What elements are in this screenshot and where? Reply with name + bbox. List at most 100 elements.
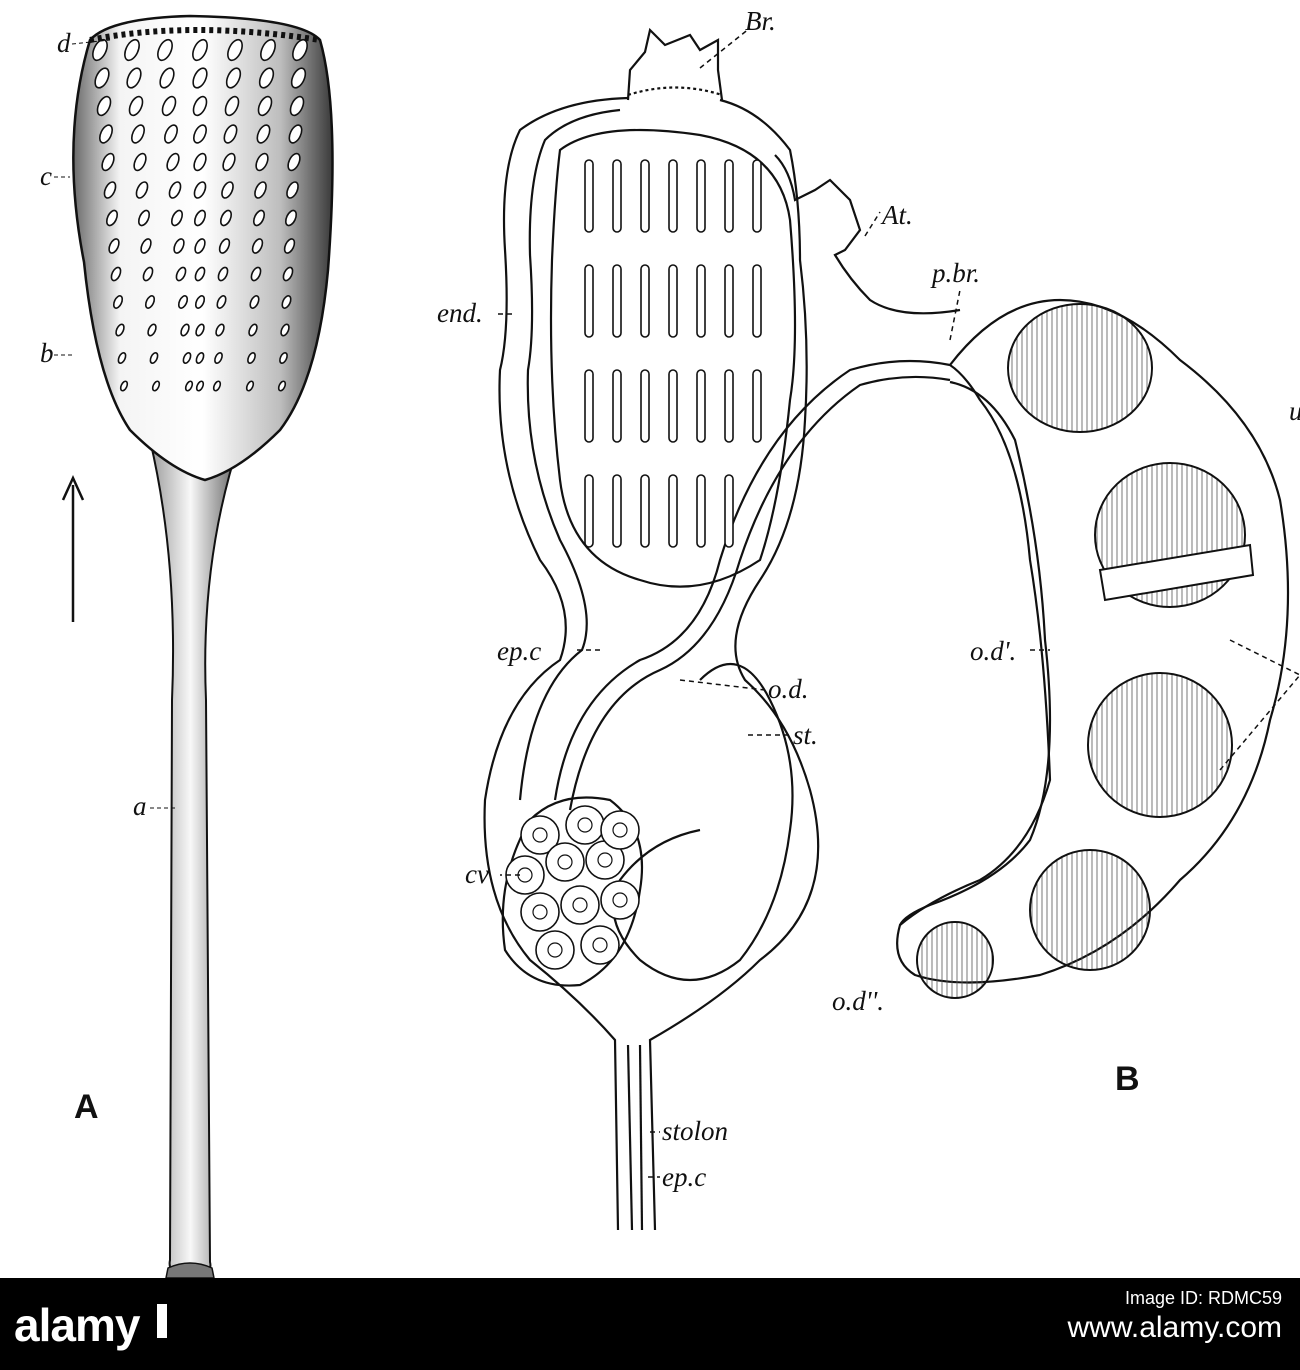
outer-test: [483, 96, 820, 1231]
gill-slit: [144, 295, 156, 309]
gill-slit: [668, 159, 678, 233]
oviduct: [553, 359, 951, 801]
gill-slit: [92, 38, 108, 62]
gill-slit: [287, 152, 301, 172]
gill-slit: [696, 264, 706, 338]
ovum: [520, 815, 560, 855]
ovum-nucleus: [612, 822, 628, 838]
egg-1: [1007, 303, 1153, 433]
gill-slit: [212, 380, 222, 392]
ova-cluster: [505, 805, 640, 970]
gill-slit: [216, 295, 227, 309]
gill-slit: [192, 38, 208, 62]
gill-slit: [157, 38, 173, 62]
gill-slit: [195, 380, 205, 392]
panel-a-labels: d c b a A: [40, 28, 178, 1126]
logo-wordmark: alamy: [14, 1299, 140, 1351]
gill-slit: [193, 181, 207, 199]
gill-slit: [175, 266, 187, 282]
gill-slit: [147, 323, 157, 337]
gill-slit: [159, 67, 175, 89]
gill-slit: [289, 95, 305, 117]
gill-slit: [168, 181, 182, 199]
gill-slit: [177, 295, 189, 309]
watermark-bar: alamy Image ID: RDMC59 www.alamy.com: [0, 1278, 1300, 1370]
gill-slit: [724, 474, 734, 548]
ovum: [560, 885, 600, 925]
zoology-figure: d c b a A: [40, 6, 1300, 1278]
gill-slit: [640, 474, 650, 548]
gill-slit: [194, 266, 206, 282]
ovum-nucleus: [557, 854, 573, 870]
gill-slit: [184, 380, 194, 392]
gill-slit: [283, 238, 296, 254]
label-br: Br.: [745, 6, 776, 36]
label-cv: cv: [465, 859, 489, 889]
panel-b-zooid: [483, 27, 1290, 1231]
gill-slit: [135, 181, 149, 199]
ovum: [535, 930, 575, 970]
ovum-nucleus: [572, 897, 588, 913]
gill-slit: [279, 352, 288, 364]
gill-slit: [584, 264, 594, 338]
ovum-nucleus: [532, 827, 548, 843]
gill-slit: [224, 95, 240, 117]
gill-slit: [584, 159, 594, 233]
gill-slit: [182, 352, 192, 364]
gill-slit: [173, 238, 185, 254]
gill-slit: [249, 295, 260, 309]
panel-b-label-text: Br. At. p.br. end. ep.c o.d. st. cv stol…: [437, 6, 1300, 1192]
direction-arrow: [61, 474, 85, 622]
gill-slit: [124, 38, 140, 62]
label-pbr: p.br.: [930, 258, 980, 288]
ovum-nucleus: [612, 892, 628, 908]
gill-slit: [214, 352, 223, 364]
label-d: d: [57, 28, 71, 58]
gill-slit: [193, 152, 207, 172]
label-od-double-prime: o.d''.: [832, 986, 884, 1016]
eggs: [916, 303, 1255, 999]
atrial-siphon: [774, 154, 961, 315]
ovum-nucleus: [592, 937, 608, 953]
gill-slit: [696, 159, 706, 233]
stalk: [148, 439, 242, 1273]
gill-slit: [137, 209, 151, 227]
gill-slit: [260, 38, 276, 62]
gill-slit: [724, 264, 734, 338]
gill-slit: [250, 266, 262, 282]
gill-slit: [251, 238, 264, 254]
label-c: c: [40, 161, 52, 191]
gill-slit: [640, 159, 650, 233]
gill-slit: [108, 238, 120, 254]
gill-slit: [119, 380, 129, 392]
gill-slit: [101, 152, 115, 172]
gill-slit: [256, 124, 271, 144]
gill-slit: [99, 124, 113, 144]
gill-slit: [217, 266, 229, 282]
ovum: [600, 880, 640, 920]
gill-slit: [288, 124, 303, 144]
gill-slit: [195, 352, 205, 364]
gill-slit: [280, 323, 290, 337]
gill-slit: [194, 238, 206, 254]
apertural-rim: [89, 27, 321, 43]
gill-slit: [223, 124, 238, 144]
ovum: [565, 805, 605, 845]
gill-slit: [277, 380, 287, 392]
gill-slit: [668, 474, 678, 548]
gill-slit: [222, 152, 236, 172]
gill-slit: [258, 67, 275, 89]
gill-slit: [696, 474, 706, 548]
gill-slits-b: [584, 159, 762, 548]
egg-5: [916, 921, 994, 999]
panel-letter-b: B: [1115, 1060, 1140, 1098]
ovum: [600, 810, 640, 850]
gill-slit: [668, 369, 678, 443]
gill-slit: [286, 181, 299, 199]
gill-slit: [115, 323, 125, 337]
gill-slit: [284, 209, 298, 227]
gill-slit: [142, 266, 154, 282]
gill-slit: [255, 152, 269, 172]
gill-slit: [112, 295, 124, 309]
gill-slit: [94, 67, 110, 89]
